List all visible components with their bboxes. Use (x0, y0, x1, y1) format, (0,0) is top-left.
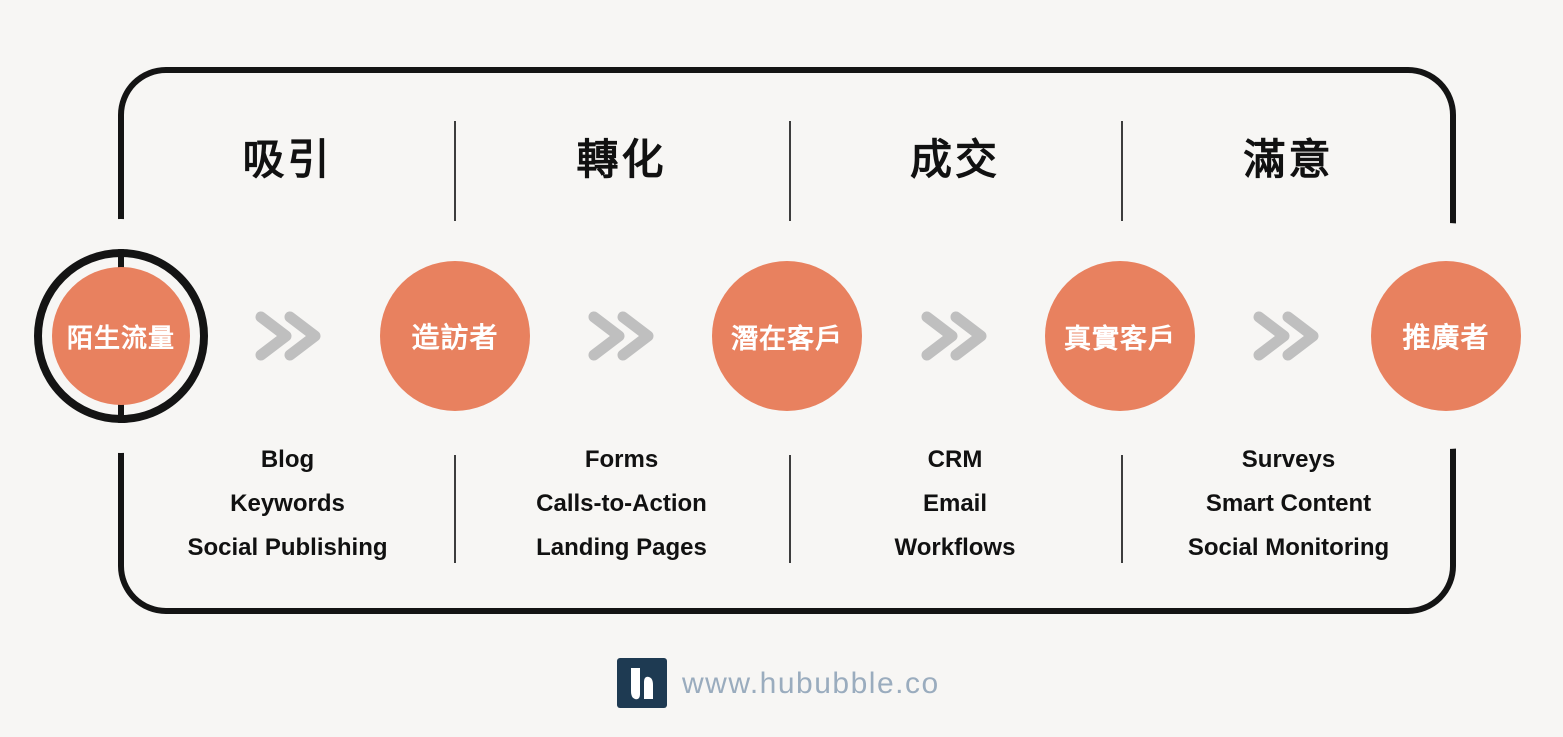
tools-list-close: CRM Email Workflows (789, 438, 1121, 570)
tool-item: Landing Pages (536, 534, 707, 561)
double-chevron-right-icon (588, 311, 654, 361)
audience-circle-customers: 真實客戶 (1045, 261, 1195, 411)
audience-circle-visitors: 造訪者 (380, 261, 530, 411)
divider-top-3 (1121, 121, 1123, 221)
double-chevron-right-icon (1253, 311, 1319, 361)
double-chevron-right-icon (921, 311, 987, 361)
divider-bottom-2 (789, 455, 791, 563)
website-url: www.hububble.co (682, 667, 940, 700)
divider-top-1 (454, 121, 456, 221)
tool-item: Social Monitoring (1187, 534, 1390, 561)
tools-list-delight: Surveys Smart Content Social Monitoring (1121, 438, 1456, 570)
stage-label-close: 成交 (909, 136, 1000, 183)
hububble-logo-icon (617, 658, 667, 708)
audience-circle-leads: 潛在客戶 (712, 261, 862, 411)
audience-circle-strangers: 陌生流量 (52, 267, 190, 405)
tool-item: CRM (927, 446, 983, 473)
tool-item: Smart Content (1205, 490, 1372, 517)
audience-circle-promoters: 推廣者 (1371, 261, 1521, 411)
tool-item: Keywords (230, 490, 345, 517)
divider-top-2 (789, 121, 791, 221)
double-chevron-right-icon (255, 311, 321, 361)
tool-item: Forms (584, 446, 659, 473)
tool-item: Social Publishing (187, 534, 388, 561)
stage-label-delight: 滿意 (1243, 136, 1334, 183)
divider-bottom-1 (454, 455, 456, 563)
hububble-logo-glyph (631, 668, 653, 700)
tools-list-attract: Blog Keywords Social Publishing (121, 438, 454, 570)
audience-label: 真實客戶 (1064, 323, 1176, 354)
audience-label: 造訪者 (411, 322, 499, 353)
tool-item: Blog (260, 446, 315, 473)
divider-bottom-3 (1121, 455, 1123, 563)
tool-item: Surveys (1241, 446, 1336, 473)
tool-item: Email (922, 490, 988, 517)
tools-list-convert: Forms Calls-to-Action Landing Pages (454, 438, 789, 570)
stage-label-attract: 吸引 (242, 136, 333, 183)
stage-label-convert: 轉化 (576, 136, 667, 183)
audience-label: 潛在客戶 (731, 323, 843, 354)
tool-item: Calls-to-Action (536, 490, 707, 517)
audience-label: 陌生流量 (66, 322, 175, 353)
tool-item: Workflows (894, 534, 1016, 561)
audience-label: 推廣者 (1402, 322, 1490, 353)
strangers-circle-ring (34, 249, 208, 423)
